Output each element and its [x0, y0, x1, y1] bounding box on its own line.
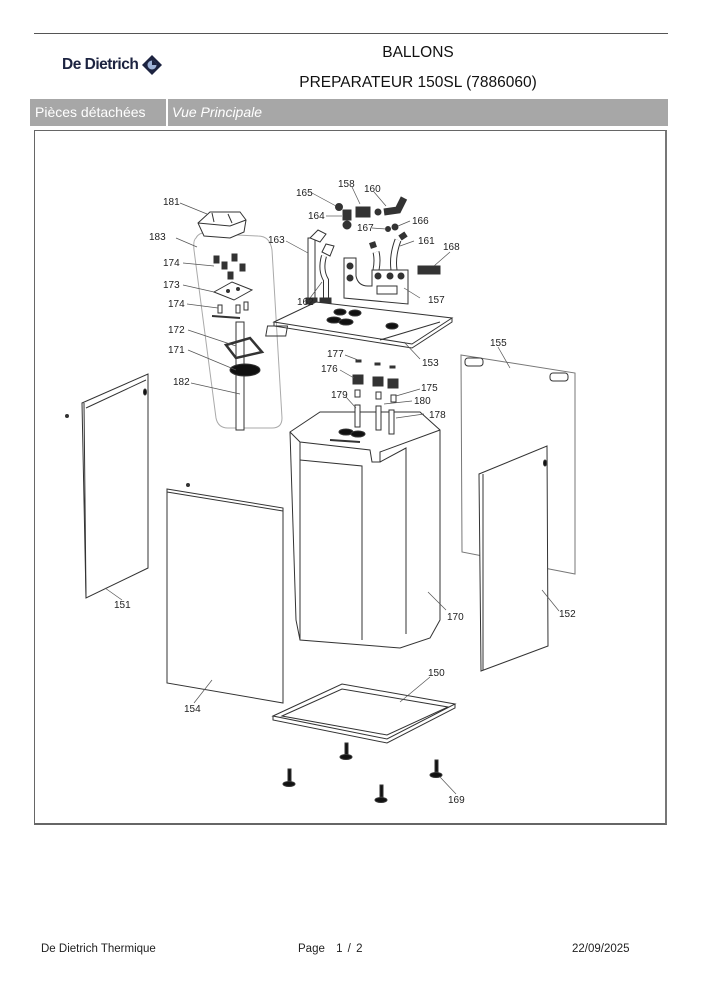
- brand-logo: De Dietrich: [62, 54, 163, 76]
- part-label-166: 166: [412, 216, 429, 227]
- part-label-175: 175: [421, 383, 438, 394]
- part-label-174: 174: [163, 258, 180, 269]
- part-label-173: 173: [163, 280, 180, 291]
- part-label-152: 152: [559, 609, 576, 620]
- part-label-158: 158: [338, 179, 355, 190]
- view-label: Vue Principale: [172, 104, 263, 120]
- part-163-pipe: [305, 229, 335, 305]
- page-label: Page: [298, 943, 325, 955]
- part-label-171: 171: [168, 345, 185, 356]
- document-product-title: PREPARATEUR 150SL (7886060): [299, 74, 537, 91]
- part-label-178: 178: [429, 410, 446, 421]
- part-label-151: 151: [114, 600, 131, 611]
- part-label-157: 157: [428, 295, 445, 306]
- footer-company: De Dietrich Thermique: [41, 943, 156, 955]
- part-173-plate: [212, 253, 254, 314]
- part-label-162: 162: [297, 297, 314, 308]
- part-182-anode: [211, 315, 265, 431]
- part-label-155: 155: [490, 338, 507, 349]
- part-label-183: 183: [149, 232, 166, 243]
- part-151-panel: [65, 373, 149, 599]
- brand-name: De Dietrich: [62, 56, 139, 73]
- part-label-168: 168: [443, 242, 460, 253]
- part-label-161: 161: [418, 236, 435, 247]
- part-label-176: 176: [321, 364, 338, 375]
- diagram-frame: [34, 130, 667, 825]
- footer-date: 22/09/2025: [572, 943, 630, 955]
- part-168-connector: [417, 265, 441, 275]
- section-bar: Pièces détachées Vue Principale: [30, 99, 668, 126]
- part-label-170: 170: [447, 612, 464, 623]
- part-label-172: 172: [168, 325, 185, 336]
- part-169-feet: [282, 742, 443, 803]
- part-150-base: [271, 683, 457, 744]
- part-label-169: 169: [448, 795, 465, 806]
- part-154-panel: [166, 483, 284, 704]
- part-label-160: 160: [364, 184, 381, 195]
- part-label-167: 167: [357, 223, 374, 234]
- page-total: 2: [356, 943, 363, 955]
- connectors-group: [352, 359, 399, 403]
- part-label-182: 182: [173, 377, 190, 388]
- part-label-150: 150: [428, 668, 445, 679]
- leader-lines: [104, 186, 560, 795]
- part-161-pipes: [369, 231, 408, 271]
- part-157-bracket: [343, 257, 409, 305]
- section-label: Pièces détachées: [30, 99, 168, 126]
- part-181-cover: [197, 211, 247, 239]
- part-label-164: 164: [308, 211, 325, 222]
- footer-page-indicator: Page 1 / 2: [298, 943, 362, 955]
- document-category: BALLONS: [382, 44, 454, 61]
- part-label-177: 177: [327, 349, 344, 360]
- part-label-163: 163: [268, 235, 285, 246]
- part-label-153: 153: [422, 358, 439, 369]
- part-170-tank: [289, 404, 441, 649]
- page-current: 1: [336, 943, 343, 955]
- part-label-181: 181: [163, 197, 180, 208]
- part-label-154: 154: [184, 704, 201, 715]
- part-label-179: 179: [331, 390, 348, 401]
- top-rule: [34, 33, 668, 34]
- part-label-180: 180: [414, 396, 431, 407]
- part-153-top-plate: [265, 301, 454, 349]
- part-label-174: 174: [168, 299, 185, 310]
- diamond-logo-icon: [142, 55, 163, 75]
- part-152-panel: [478, 445, 549, 672]
- fittings-group: [335, 196, 408, 232]
- part-label-165: 165: [296, 188, 313, 199]
- page-separator: /: [347, 943, 351, 955]
